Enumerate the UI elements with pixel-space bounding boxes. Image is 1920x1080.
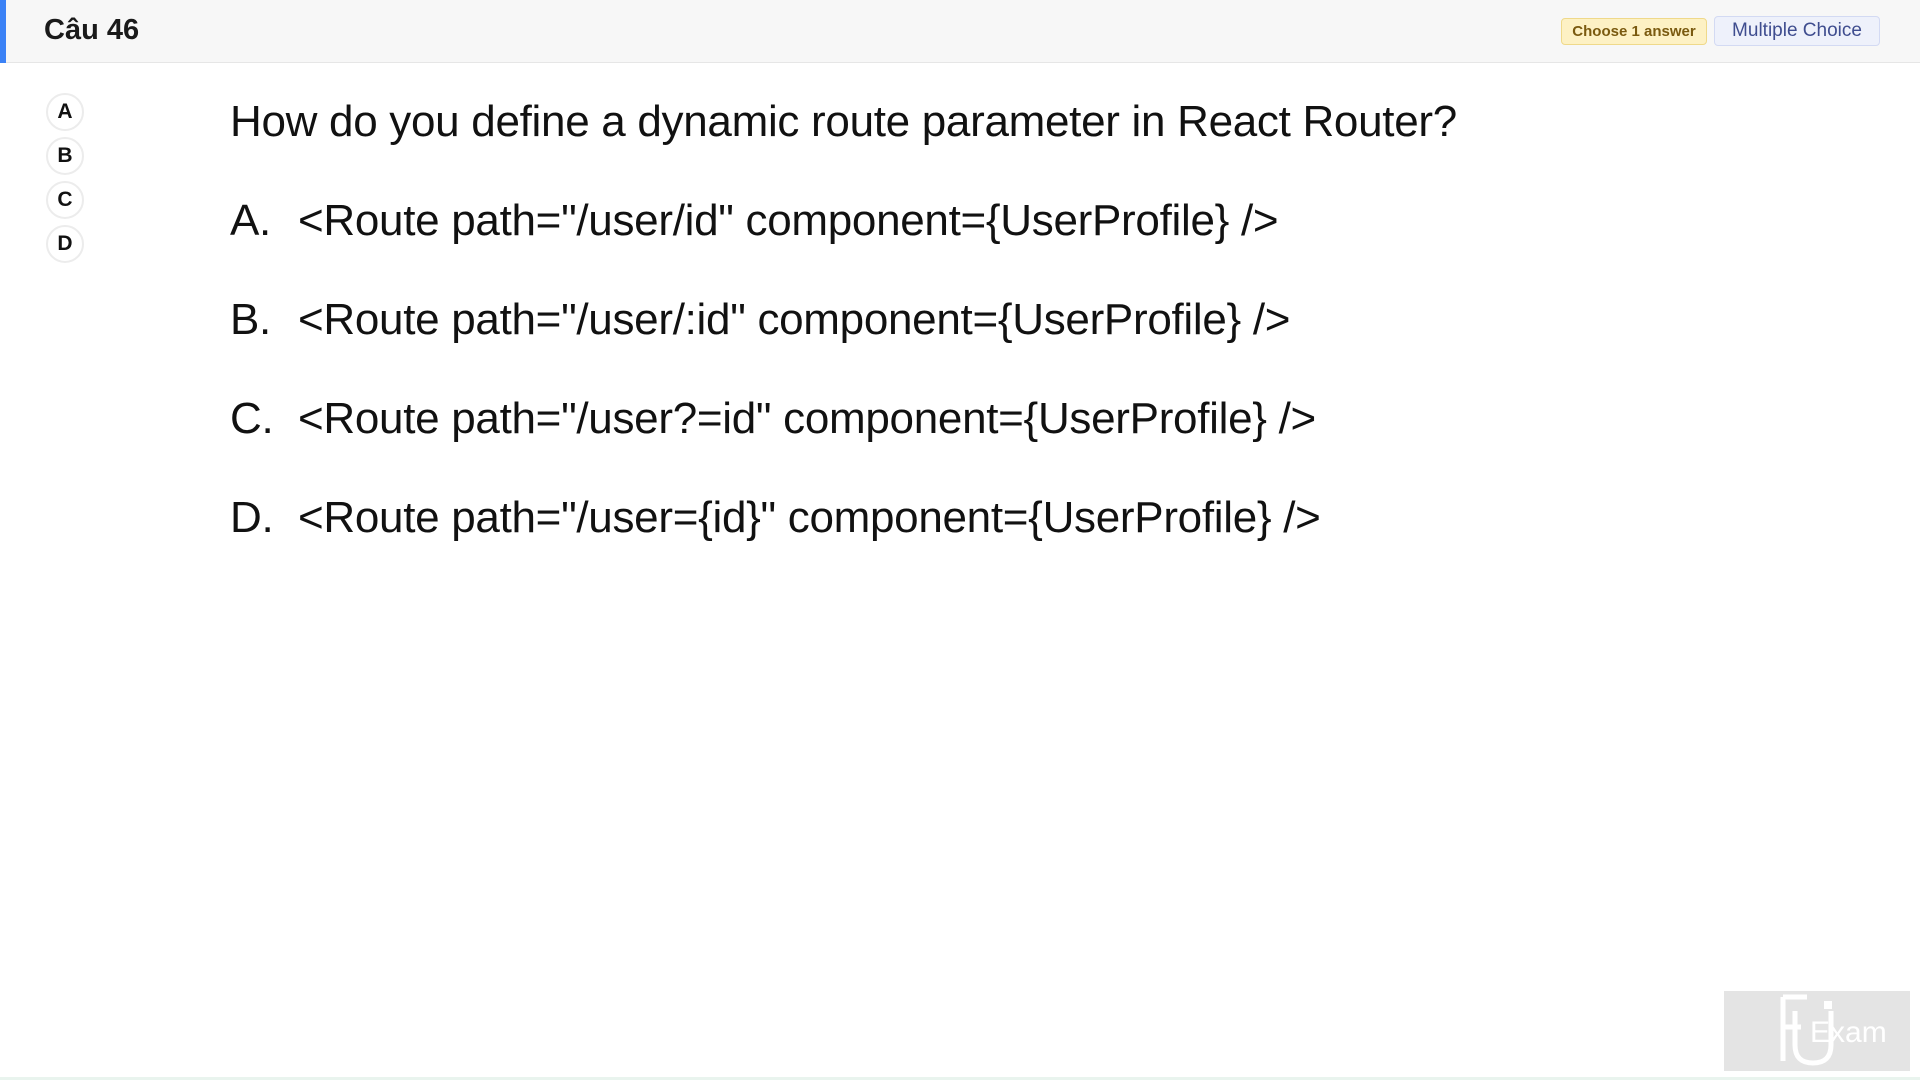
header-accent-bar xyxy=(0,0,6,63)
choice-b-letter: B. xyxy=(230,295,271,344)
choice-a: A. <Route path="/user/id" component={User… xyxy=(230,194,1730,248)
watermark: Exam xyxy=(1724,991,1910,1071)
option-b-button[interactable]: B xyxy=(46,137,84,175)
page-title: Câu 46 xyxy=(44,14,140,46)
fu-logo-icon xyxy=(1780,994,1834,1066)
choice-d: D. <Route path="/user={id}" component={Us… xyxy=(230,491,1730,545)
option-c-button[interactable]: C xyxy=(46,181,84,219)
choice-a-text: <Route path="/user/id" component={UserPr… xyxy=(298,196,1279,245)
choice-b: B. <Route path="/user/:id" component={Use… xyxy=(230,293,1730,347)
answer-options: A B C D xyxy=(46,93,86,269)
choice-c-text: <Route path="/user?=id" component={UserP… xyxy=(298,394,1316,443)
question-text: How do you define a dynamic route parame… xyxy=(230,97,1457,146)
choice-b-text: <Route path="/user/:id" component={UserP… xyxy=(298,295,1291,344)
question-header: Câu 46 Choose 1 answer Multiple Choice xyxy=(0,0,1920,63)
option-d-button[interactable]: D xyxy=(46,225,84,263)
option-a-button[interactable]: A xyxy=(46,93,84,131)
choose-answer-badge: Choose 1 answer xyxy=(1561,18,1707,45)
choice-d-letter: D. xyxy=(230,493,274,542)
question-content: How do you define a dynamic route parame… xyxy=(230,95,1730,545)
watermark-text: Exam xyxy=(1810,1016,1887,1049)
choice-c: C. <Route path="/user?=id" component={Use… xyxy=(230,392,1730,446)
choice-d-text: <Route path="/user={id}" component={User… xyxy=(298,493,1321,542)
bottom-strip xyxy=(0,1077,1920,1080)
question-type-badge: Multiple Choice xyxy=(1714,16,1880,46)
choice-c-letter: C. xyxy=(230,394,274,443)
choice-a-letter: A. xyxy=(230,196,271,245)
